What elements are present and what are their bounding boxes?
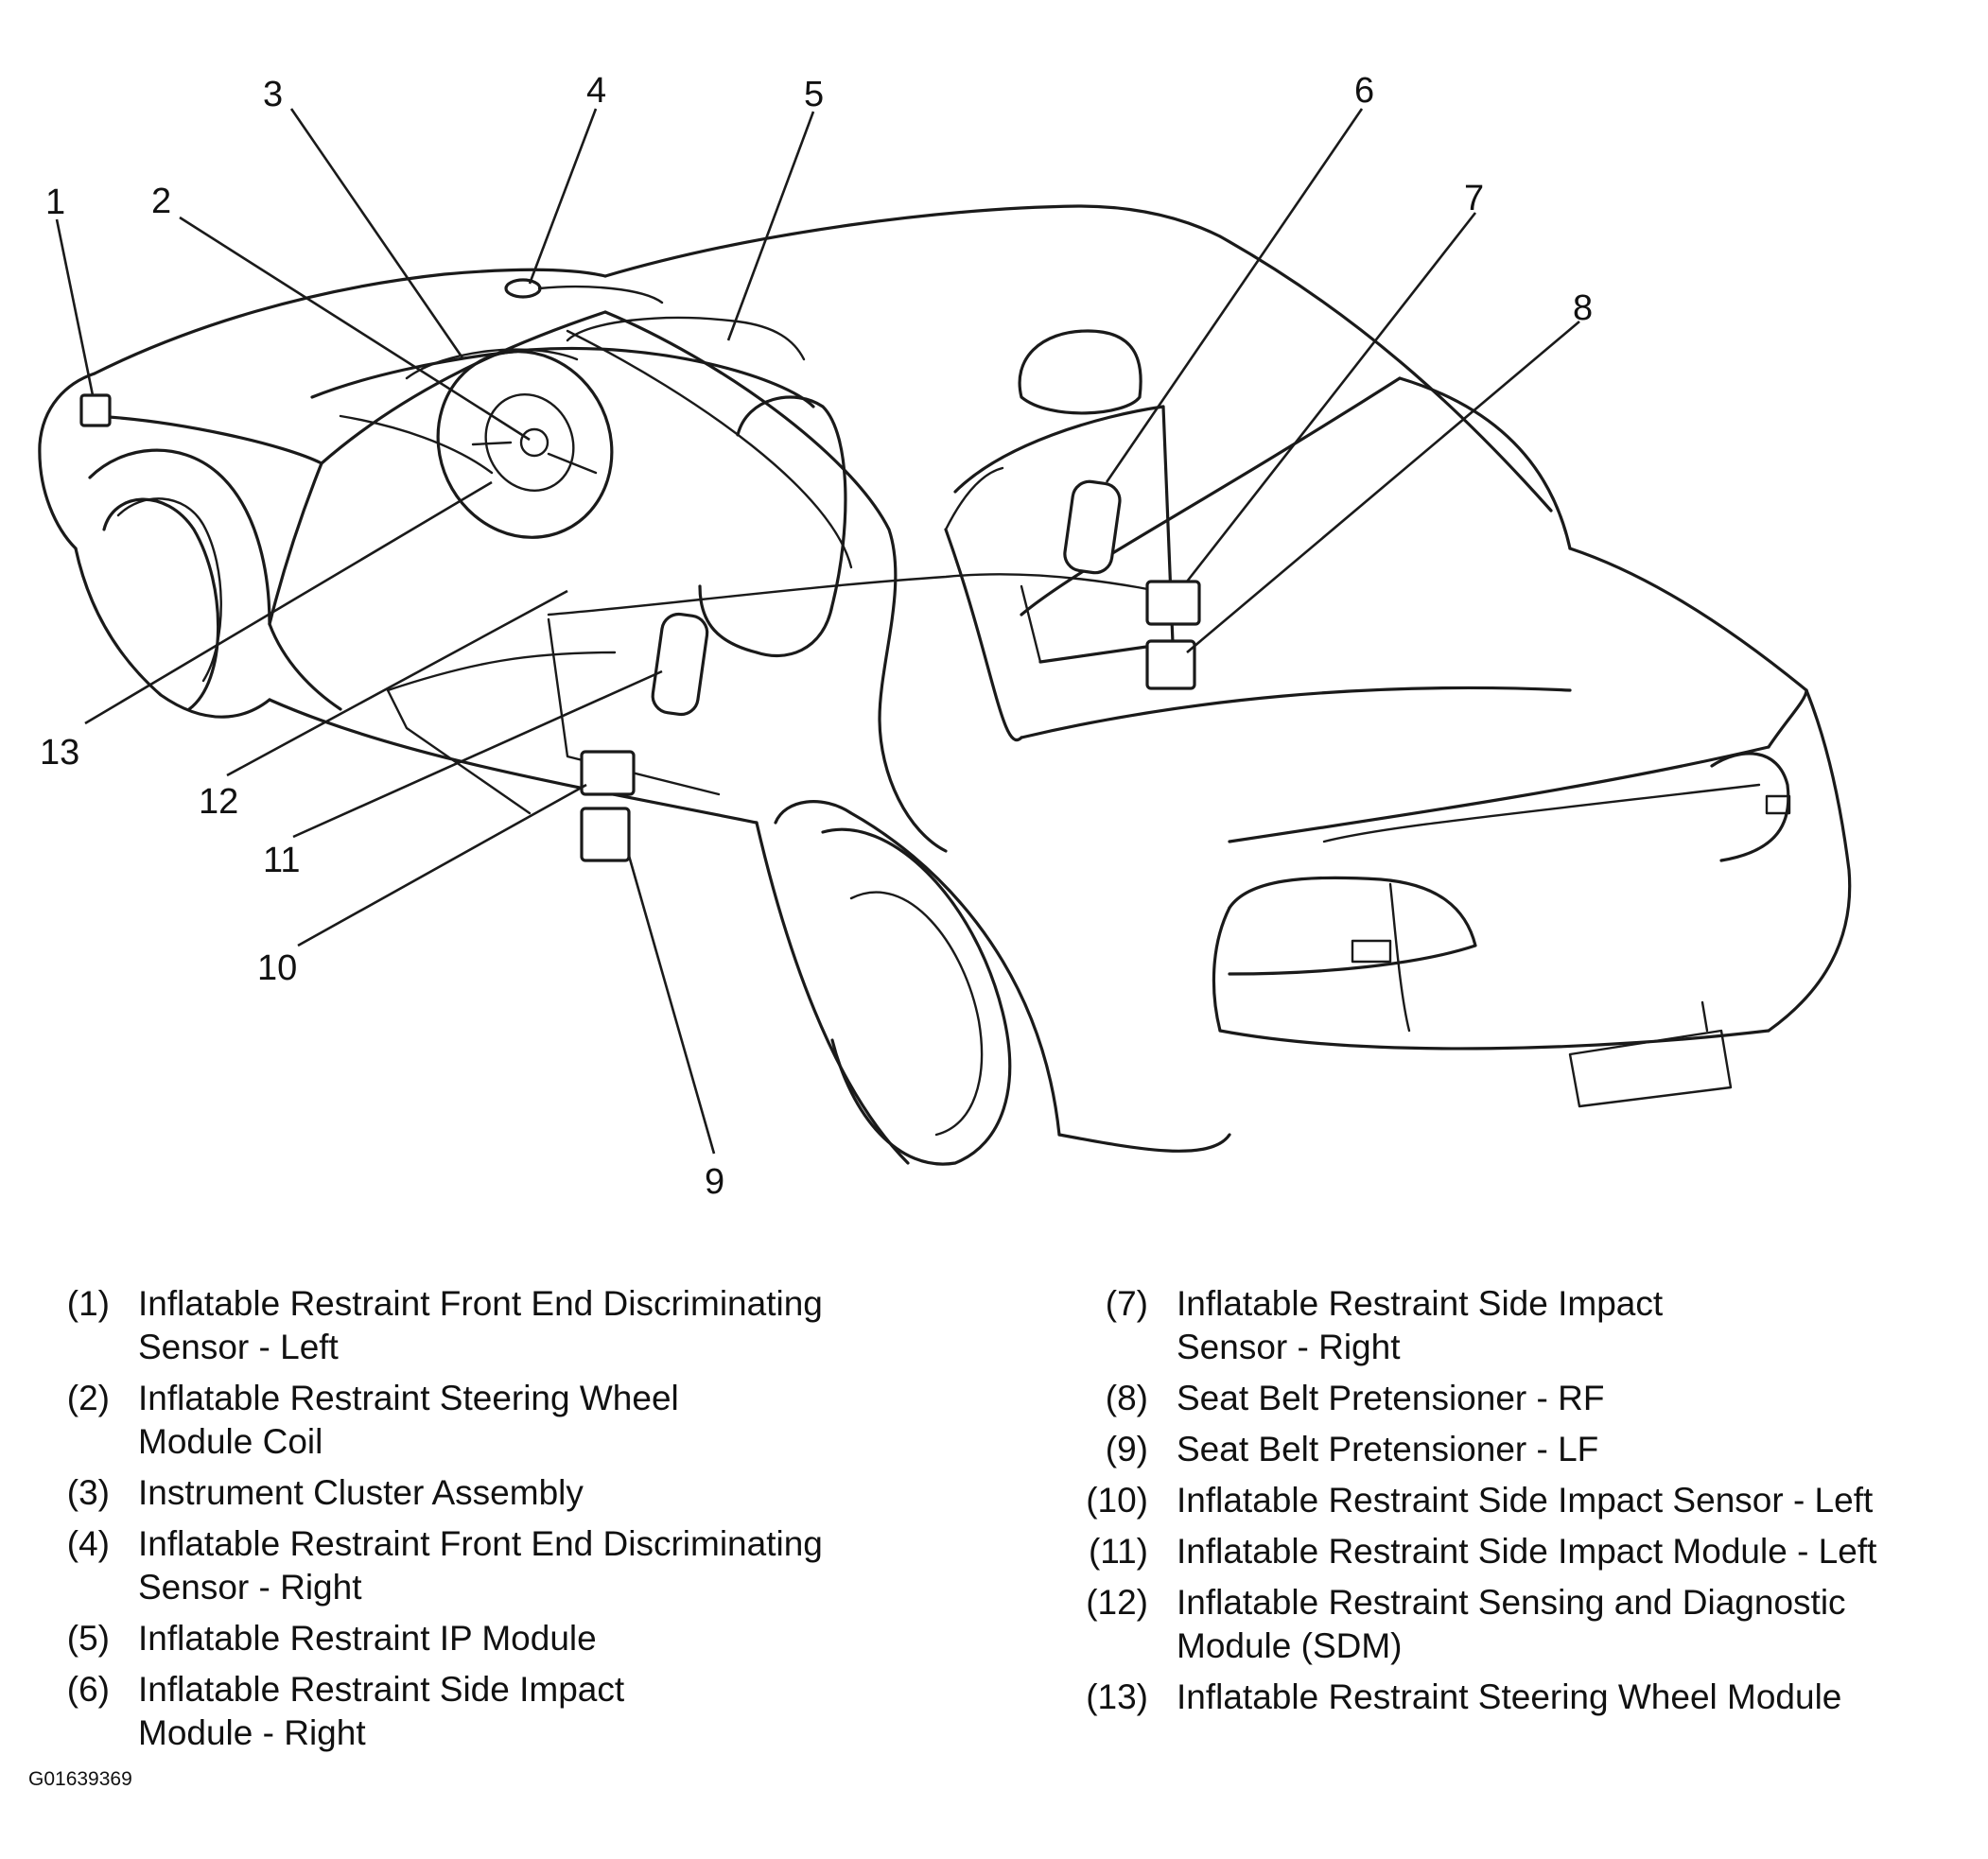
- legend-number: (11): [1088, 1532, 1148, 1571]
- side-module-right-box: [1063, 479, 1122, 575]
- legend-text: Inflatable Restraint Steering Wheel Modu…: [1177, 1677, 1842, 1716]
- legend-item: (7) Inflatable Restraint Side Impact Sens…: [1074, 1282, 1973, 1369]
- side-sensor-left-box: [580, 750, 636, 796]
- legend-number: (9): [1105, 1430, 1148, 1468]
- legend-text: Inflatable Restraint Front End Discrimin…: [138, 1524, 823, 1607]
- legend-item: (13) Inflatable Restraint Steering Wheel …: [1074, 1676, 1973, 1719]
- pretensioner-rf-box: [1145, 639, 1196, 690]
- callout-5: 5: [804, 75, 824, 114]
- legend-item: (11) Inflatable Restraint Side Impact Mod…: [1074, 1530, 1973, 1573]
- legend-item: (2) Inflatable Restraint Steering Wheel M…: [55, 1377, 963, 1464]
- callout-numbers: 1 2 3 4 5 6 7 8 9 10 11 12 13: [40, 71, 1593, 1202]
- legend-number: (1): [66, 1284, 110, 1323]
- legend-number: (4): [66, 1524, 110, 1563]
- callout-13: 13: [40, 733, 79, 773]
- legend-item: (8) Seat Belt Pretensioner - RF: [1074, 1377, 1973, 1420]
- legend-item: (10) Inflatable Restraint Side Impact Sen…: [1074, 1479, 1973, 1522]
- legend-item: (12) Inflatable Restraint Sensing and Dia…: [1074, 1581, 1973, 1668]
- legend-text: Seat Belt Pretensioner - LF: [1177, 1430, 1599, 1468]
- legend-text: Inflatable Restraint Steering Wheel Modu…: [138, 1379, 679, 1461]
- callout-3: 3: [263, 75, 283, 114]
- legend-number: (5): [66, 1619, 110, 1658]
- callout-4: 4: [586, 71, 606, 111]
- legend-text: Inflatable Restraint Sensing and Diagnos…: [1177, 1583, 1846, 1665]
- legend-item: (3) Instrument Cluster Assembly: [55, 1471, 963, 1515]
- side-module-left-box: [651, 612, 709, 717]
- legend-item: (4) Inflatable Restraint Front End Discri…: [55, 1522, 963, 1609]
- legend-number: (10): [1086, 1481, 1148, 1520]
- legend-item: (1) Inflatable Restraint Front End Discri…: [55, 1282, 963, 1369]
- legend-item: (5) Inflatable Restraint IP Module: [55, 1617, 963, 1660]
- figure-id: G01639369: [28, 1768, 132, 1790]
- legend-text: Inflatable Restraint IP Module: [138, 1619, 597, 1658]
- legend-left-column: (1) Inflatable Restraint Front End Discri…: [55, 1282, 963, 1763]
- legend-number: (7): [1105, 1284, 1148, 1323]
- pretensioner-lf-box: [580, 807, 631, 862]
- legend-text: Inflatable Restraint Side Impact Module …: [138, 1670, 625, 1752]
- legend-text: Inflatable Restraint Front End Discrimin…: [138, 1284, 823, 1366]
- legend-number: (8): [1105, 1379, 1148, 1417]
- legend-number: (13): [1086, 1677, 1148, 1716]
- front-sensor-right-box: [504, 278, 542, 299]
- legend-right-column: (7) Inflatable Restraint Side Impact Sens…: [1074, 1282, 1973, 1727]
- legend-text: Inflatable Restraint Side Impact Sensor …: [1177, 1284, 1664, 1366]
- side-sensor-right-box: [1145, 580, 1201, 626]
- legend-text: Inflatable Restraint Side Impact Sensor …: [1177, 1481, 1874, 1520]
- car-outline: [38, 204, 1852, 1166]
- callout-8: 8: [1573, 288, 1593, 328]
- components: [79, 278, 1201, 862]
- callout-12: 12: [199, 782, 238, 822]
- legend-item: (9) Seat Belt Pretensioner - LF: [1074, 1428, 1973, 1471]
- legend-number: (2): [66, 1379, 110, 1417]
- callout-1: 1: [45, 182, 65, 222]
- callout-7: 7: [1464, 179, 1484, 218]
- legend-number: (6): [66, 1670, 110, 1709]
- callout-9: 9: [705, 1162, 724, 1202]
- callout-11: 11: [263, 841, 300, 880]
- legend-text: Seat Belt Pretensioner - RF: [1177, 1379, 1605, 1417]
- airbag-component-locator-diagram: 1 2 3 4 5 6 7 8 9 10 11 12 13: [38, 71, 1852, 1202]
- legend-number: (3): [66, 1473, 110, 1512]
- legend-text: Inflatable Restraint Side Impact Module …: [1177, 1532, 1877, 1571]
- legend-item: (6) Inflatable Restraint Side Impact Modu…: [55, 1668, 963, 1755]
- leader-lines: [55, 108, 1580, 1155]
- callout-2: 2: [151, 182, 171, 221]
- callout-10: 10: [257, 948, 297, 988]
- front-sensor-left-box: [79, 393, 112, 427]
- legend-number: (12): [1086, 1583, 1148, 1622]
- callout-6: 6: [1354, 71, 1374, 111]
- legend-text: Instrument Cluster Assembly: [138, 1473, 584, 1512]
